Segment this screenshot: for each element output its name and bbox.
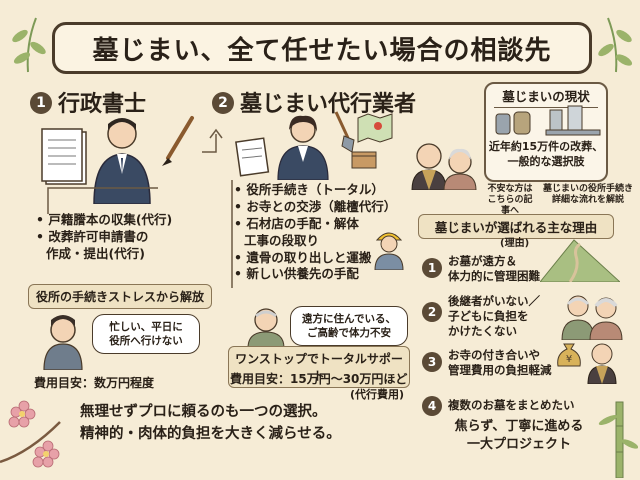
status-text: 近年約15万件の改葬、 一般的な選択肢: [488, 140, 604, 168]
reason-number: 1: [422, 258, 442, 278]
construction-worker-icon: [374, 232, 404, 270]
sakura-icon: [0, 400, 61, 468]
status-note-left[interactable]: 不安な方は こちらの記事へ: [487, 184, 533, 216]
reason-number: 2: [422, 302, 442, 322]
page-title: 墓じまい、全て任せたい場合の相談先: [52, 22, 592, 74]
section2-item: • お寺との交渉（離檀代行）: [234, 198, 397, 214]
section2-item: • 石材店の手配・解体: [234, 215, 359, 231]
section2-cost-note: (代行費用): [350, 388, 405, 401]
reason-text: 複数のお墓をまとめたい: [448, 398, 575, 412]
reason-text: お墓が遠方＆ 体力的に管理困難: [448, 254, 540, 283]
section1-cost: 費用目安：数万円程度: [34, 376, 155, 390]
reason-number: 4: [422, 396, 442, 416]
agent-figure-icon: [277, 115, 329, 180]
section2-cost: 費用目安：15万円〜30万円ほど: [230, 372, 408, 386]
section2-bubble: 遠方に住んでいる、 ご高齢で体力不安: [290, 306, 408, 347]
leaf-icon: [598, 17, 633, 73]
elderly-man-icon: [247, 308, 285, 348]
section2-item: • 新しい供養先の手配: [234, 266, 359, 282]
box-icon: [351, 151, 377, 169]
reason-number: 3: [422, 352, 442, 372]
section1-heading: 行政書士: [58, 92, 147, 117]
bamboo-icon: [598, 401, 638, 478]
worried-person-icon: [43, 315, 83, 370]
status-heading: 墓じまいの現状: [494, 86, 598, 108]
document-icon: [41, 128, 87, 185]
section1-number: 1: [30, 92, 52, 114]
monk-icon: [587, 343, 617, 384]
section2-item: • 遺骨の取り出しと運搬: [234, 249, 372, 265]
reasons-heading: 墓じまいが選ばれる主な理由: [418, 214, 614, 239]
section1-item: • 改葬許可申請書の: [36, 228, 149, 244]
section2-heading: 墓じまい代行業者: [240, 92, 417, 117]
arrow-icon: [202, 128, 223, 153]
section2-item: 工事の段取り: [244, 232, 320, 248]
reason-text: お寺の付き合いや 管理費用の負担軽減: [448, 348, 552, 377]
section1-item: 作成・提出(代行): [46, 245, 145, 261]
reasons-sub: (理由): [500, 238, 530, 249]
monk-icon: [411, 143, 447, 190]
connector-line: [47, 187, 158, 214]
brush-icon: [162, 116, 194, 166]
mountain-icon: [540, 239, 620, 282]
elderly-woman-icon: [443, 148, 477, 190]
elderly-couple-icon: [561, 295, 623, 340]
leaf-icon: [12, 17, 46, 73]
map-icon: [357, 113, 393, 143]
section1-tag: 役所の手続きストレスから解放: [28, 284, 212, 309]
section2-tag: ワンストップでトータルサポート: [228, 346, 410, 388]
urn-icon: [495, 111, 531, 135]
grave-icon: [545, 105, 601, 136]
status-note-right[interactable]: 墓じまいの役所手続き 詳細な流れを解説: [542, 184, 633, 205]
money-bag-icon: ¥: [557, 343, 581, 367]
scrivener-figure-icon: [93, 118, 151, 204]
document-icon: [235, 137, 270, 177]
section1-bubble: 忙しい、平日に 役所へ行けない: [92, 314, 200, 355]
reasons-closing: 焦らず、丁寧に進める 一大プロジェクト: [454, 419, 584, 452]
section2-item: • 役所手続き（トータル）: [234, 182, 384, 197]
svg-text:¥: ¥: [566, 354, 572, 365]
connector-line: [231, 180, 233, 288]
reason-text: 後継者がいない／ 子どもに負担を かけたくない: [448, 294, 540, 338]
bottom-message: 無理せずプロに頼るのも一つの選択。 精神的・肉体的負担を大きく減らせる。: [80, 404, 341, 442]
section1-item: • 戸籍謄本の収集(代行): [36, 212, 173, 227]
section2-number: 2: [212, 92, 234, 114]
